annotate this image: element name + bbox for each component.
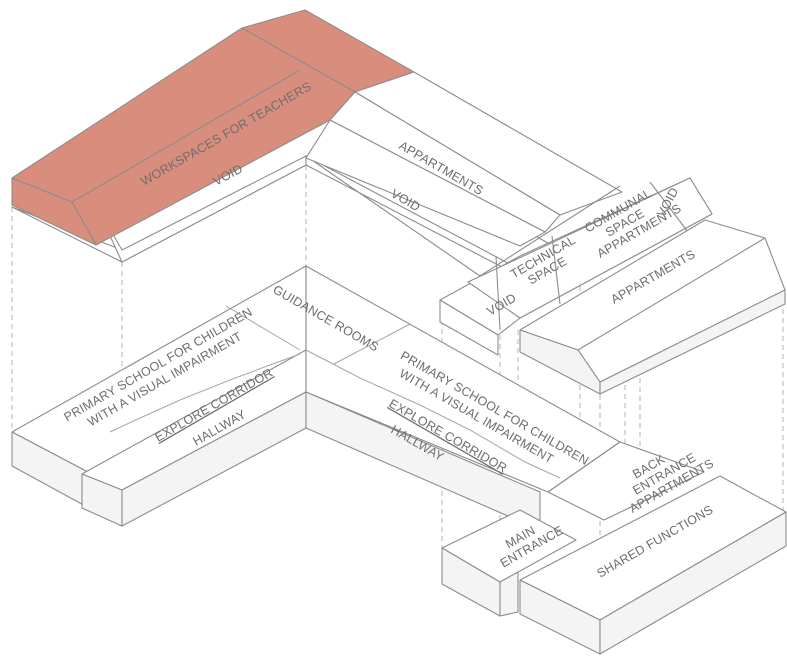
- ground-floor-school: [11, 265, 621, 531]
- upper-floor-appartments: [305, 71, 623, 247]
- upper-floor-right-block: [439, 177, 786, 395]
- ground-floor-entrance: [441, 441, 787, 655]
